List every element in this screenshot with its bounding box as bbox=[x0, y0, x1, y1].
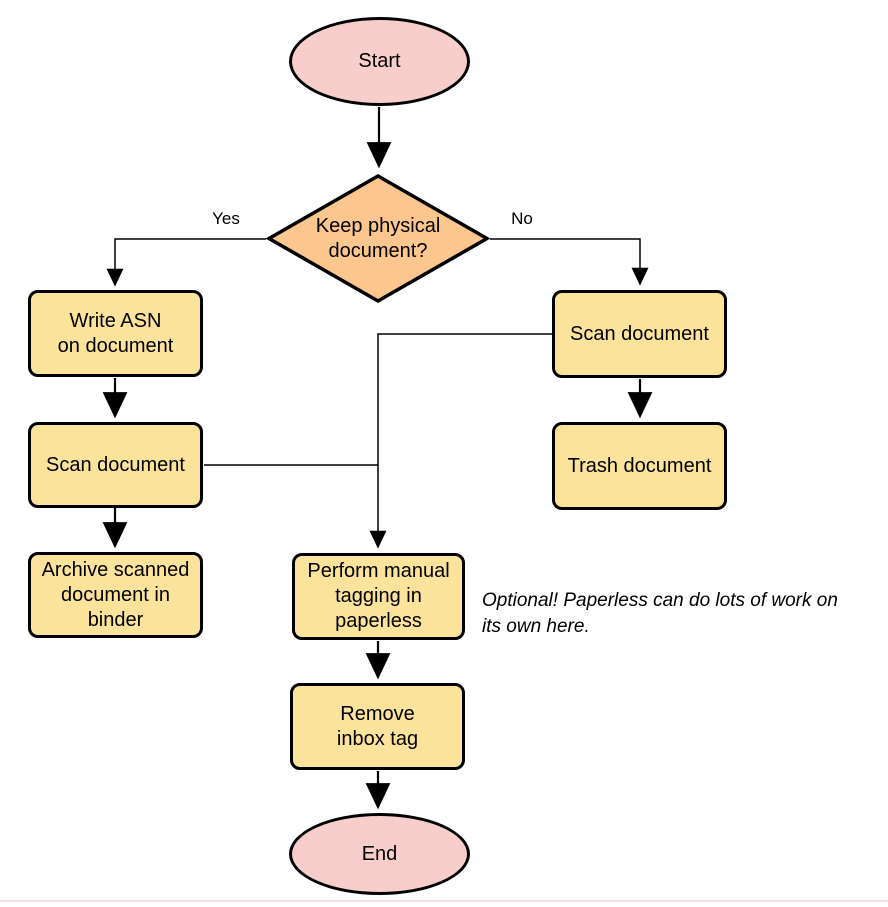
start-node: Start bbox=[289, 17, 470, 106]
no-edge-label: No bbox=[511, 209, 533, 228]
scan-document-right-node: Scan document bbox=[552, 290, 727, 378]
edge-decision-no-to-scan-right bbox=[490, 238, 649, 286]
edge-scan-right-to-tagging bbox=[369, 333, 552, 549]
decision-node: Keep physical document? bbox=[265, 172, 491, 305]
remove-inbox-tag-node: Remove inbox tag bbox=[290, 683, 465, 770]
manual-tagging-node: Perform manual tagging in paperless bbox=[292, 553, 465, 640]
end-node: End bbox=[289, 813, 470, 895]
decision-diamond-shape bbox=[265, 173, 491, 304]
optional-annotation-note: Optional! Paperless can do lots of work … bbox=[482, 590, 838, 637]
write-asn-node: Write ASN on document bbox=[28, 290, 203, 377]
page-bottom-divider bbox=[0, 900, 888, 902]
decision-node-label: Keep physical document? bbox=[315, 214, 441, 262]
edge-decision-yes-to-write-asn bbox=[106, 238, 266, 287]
archive-node: Archive scanned document in binder bbox=[28, 552, 203, 638]
yes-edge-label: Yes bbox=[212, 209, 240, 228]
trash-document-node: Trash document bbox=[552, 422, 727, 510]
scan-document-left-node: Scan document bbox=[28, 422, 203, 508]
